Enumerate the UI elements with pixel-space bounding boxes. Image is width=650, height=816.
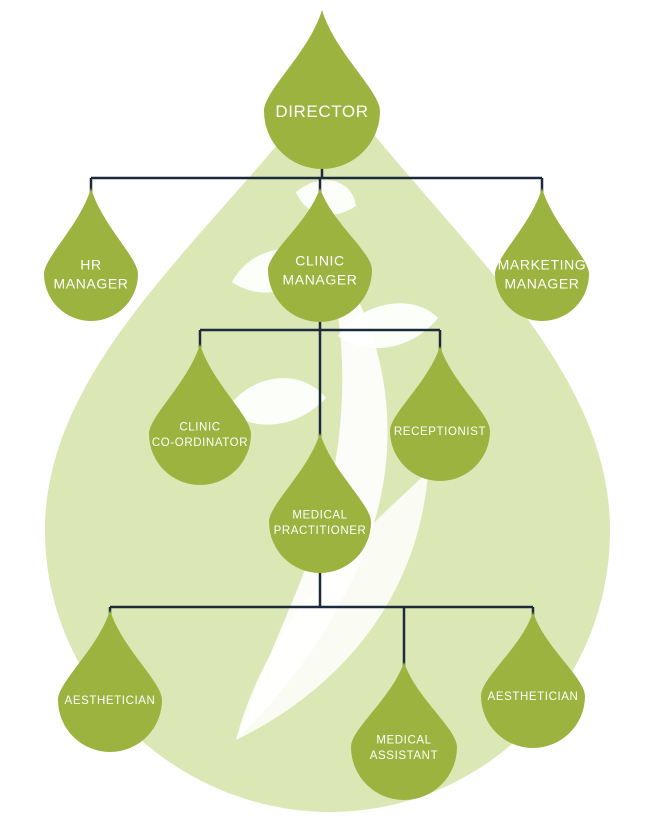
- org-node-medical-practitioner: MEDICAL PRACTITIONER: [269, 433, 371, 573]
- drop-shape: [351, 662, 457, 800]
- node-label: MANAGER: [505, 275, 580, 291]
- org-node-director: DIRECTOR: [264, 10, 380, 169]
- drop-shape: [269, 433, 371, 573]
- node-label: MARKETING: [498, 256, 587, 272]
- org-node-marketing-manager: MARKETING MANAGER: [495, 188, 589, 321]
- drop-shape: [268, 188, 372, 322]
- node-label: ASSISTANT: [370, 750, 438, 762]
- drop-shape: [481, 612, 585, 748]
- backdrop-drop: [45, 78, 610, 812]
- node-label: MEDICAL: [376, 734, 431, 746]
- drop-shape: [58, 610, 162, 752]
- node-label: AESTHETICIAN: [488, 691, 579, 703]
- leaf-stem: [236, 236, 388, 740]
- org-nodes: DIRECTORHRMANAGERCLINICMANAGERMARKETINGM…: [44, 10, 589, 800]
- node-label: DIRECTOR: [275, 102, 368, 121]
- org-node-clinic-manager: CLINIC MANAGER: [268, 188, 372, 322]
- node-label: CO-ORDINATOR: [152, 437, 248, 449]
- node-label: AESTHETICIAN: [65, 695, 156, 707]
- node-label: CLINIC: [179, 421, 220, 433]
- drop-shape: [149, 344, 251, 485]
- org-node-aesthetician-right: AESTHETICIAN: [481, 612, 585, 748]
- node-label: PRACTITIONER: [274, 525, 367, 537]
- org-node-aesthetician-left: AESTHETICIAN: [58, 610, 162, 752]
- leaf-middle-left: [226, 378, 326, 425]
- drop-shape: [495, 188, 589, 321]
- node-label: CLINIC: [295, 252, 345, 268]
- leaf-sprout-top: [296, 180, 356, 215]
- node-label: MEDICAL: [292, 509, 347, 521]
- org-node-receptionist: RECEPTIONIST: [390, 346, 490, 481]
- node-label: HR: [80, 256, 101, 272]
- node-label: MANAGER: [54, 275, 129, 291]
- drop-shape: [44, 188, 138, 321]
- drop-shape: [264, 10, 380, 169]
- node-label: MANAGER: [283, 271, 358, 287]
- org-node-hr-manager: HR MANAGER: [44, 188, 138, 321]
- org-node-clinic-coordinator: CLINIC CO-ORDINATOR: [149, 344, 251, 485]
- node-label: RECEPTIONIST: [394, 426, 486, 438]
- drop-shape: [390, 346, 490, 481]
- org-node-medical-assistant: MEDICAL ASSISTANT: [351, 662, 457, 800]
